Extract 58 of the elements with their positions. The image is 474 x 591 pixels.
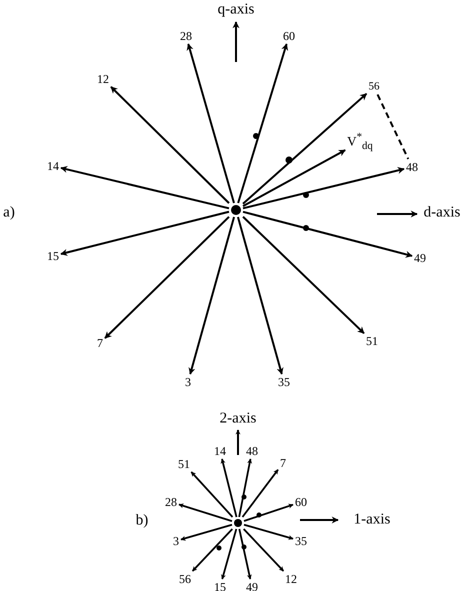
vector-label: 7: [280, 457, 286, 469]
vector-label: 3: [185, 376, 191, 388]
vector-label: 35: [278, 376, 290, 388]
vector-arrow: [110, 86, 230, 204]
vector-label: 15: [214, 581, 226, 591]
vector-label: 12: [285, 573, 297, 585]
vector-label: 49: [414, 252, 426, 264]
vector-label: 28: [165, 496, 177, 508]
vector-arrow: [60, 210, 230, 256]
vector-label: 7: [97, 337, 103, 349]
vector-arrow: [178, 503, 232, 522]
vector-arrow: [244, 524, 294, 540]
vector-arrow: [242, 92, 368, 204]
axis-label: 2-axis: [220, 412, 256, 426]
vector-arrow: [242, 469, 279, 518]
vector-arrow: [190, 471, 234, 518]
vector-label: 28: [180, 30, 192, 42]
vector-label: 48: [406, 161, 418, 173]
dashed-line: [376, 94, 410, 160]
vector-label: 14: [47, 160, 59, 172]
vector-arrow: [180, 524, 232, 541]
vector-arrow: [186, 43, 235, 204]
vector-label: 60: [295, 496, 307, 508]
origin-point: [234, 519, 242, 527]
vector-arrow: [242, 167, 405, 210]
vector-label: 56: [368, 82, 380, 92]
vector-label: 60: [283, 30, 295, 42]
vector-label: 49: [246, 581, 258, 591]
vector-arrow: [238, 528, 252, 580]
vector-arrow: [242, 216, 365, 334]
vector-arrow: [220, 458, 238, 518]
vector-arrow: [221, 528, 238, 580]
vector-label: 51: [366, 335, 378, 347]
axis-label: q-axis: [218, 2, 254, 18]
panel-label: a): [3, 206, 15, 220]
axis-label: 1-axis: [354, 512, 390, 528]
vector-arrow: [237, 43, 288, 204]
panel-label: b): [136, 514, 148, 528]
vector-arrow: [60, 166, 230, 210]
vector-arrow: [104, 216, 230, 339]
origin-point: [231, 205, 241, 215]
vector-label: 51: [178, 458, 190, 470]
vector-label: 12: [97, 73, 109, 85]
vector-arrow: [237, 216, 284, 375]
vector-label: 3: [173, 535, 179, 547]
vector-label: 14: [214, 445, 226, 457]
vector-label: 15: [47, 250, 59, 262]
vector-arrow: [192, 528, 233, 572]
vector-arrow: [238, 458, 252, 518]
vector-arrow: [242, 210, 413, 258]
vector-arrow: [188, 216, 235, 375]
axis-label: d-axis: [424, 206, 460, 220]
vector-arrow: [244, 504, 294, 522]
vector-label: 48: [246, 445, 258, 457]
vector-arrow: [243, 528, 284, 572]
vector-label: 35: [295, 535, 307, 547]
vector-label: 56: [179, 573, 191, 585]
vector-arrow: [242, 149, 346, 208]
